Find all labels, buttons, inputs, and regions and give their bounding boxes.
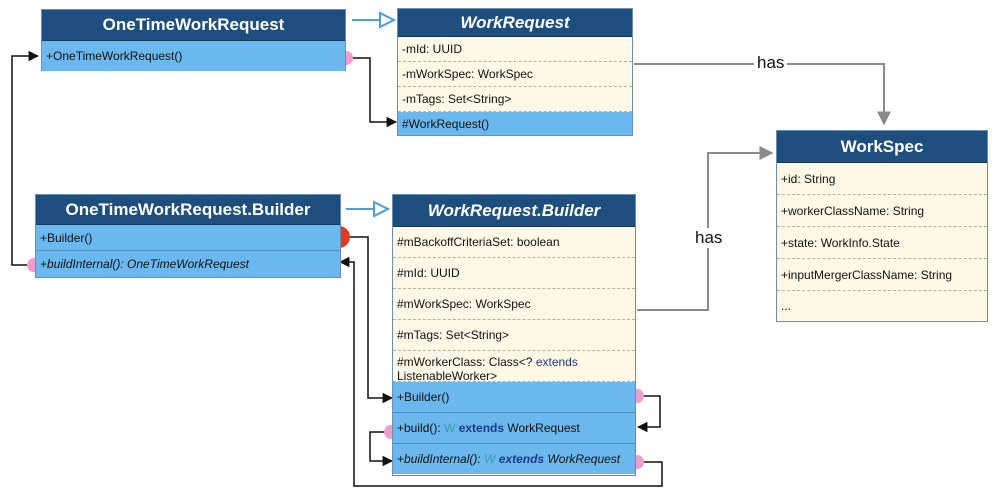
field-row[interactable]: -mId: UUID (398, 37, 632, 62)
method-row-builder[interactable]: +Builder() (393, 382, 635, 413)
class-title: WorkRequest.Builder (393, 195, 635, 227)
field-row[interactable]: ... (781, 299, 792, 313)
method-prefix: +build(): (397, 421, 441, 435)
field-row[interactable]: +id: String (777, 163, 987, 195)
keyword-extends: extends (535, 355, 578, 369)
class-title: WorkSpec (777, 131, 987, 163)
class-title: OneTimeWorkRequest.Builder (36, 195, 340, 225)
method-row[interactable]: #WorkRequest() (398, 112, 632, 135)
field-row-worker-class[interactable]: #mWorkerClass: Class<? extends Listenabl… (393, 351, 635, 383)
field-row[interactable]: +state: WorkInfo.State (777, 227, 987, 259)
call-line-build-to-build-internal (369, 431, 394, 467)
method-row-build-internal[interactable]: +buildInternal(): W extends WorkRequest (393, 444, 635, 474)
class-work-spec[interactable]: WorkSpec +id: String +workerClassName: S… (776, 130, 988, 322)
call-line-builder-loop (636, 395, 661, 433)
field-row[interactable]: +inputMergerClassName: String (777, 259, 987, 291)
class-work-request[interactable]: WorkRequest -mId: UUID -mWorkSpec: WorkS… (397, 8, 633, 136)
call-line-builder-super (340, 236, 394, 404)
field-suffix: ListenableWorker> (397, 369, 498, 383)
inheritance-arrow-work-request (352, 11, 397, 29)
method-suffix: WorkRequest (507, 421, 580, 435)
class-one-time-work-request[interactable]: OneTimeWorkRequest +OneTimeWorkRequest() (41, 9, 346, 71)
generic-w: W (444, 421, 456, 435)
has-label: has (754, 53, 788, 73)
class-work-request-builder[interactable]: WorkRequest.Builder #mBackoffCriteriaSet… (392, 194, 636, 476)
method-prefix: +buildInternal(): (397, 452, 481, 466)
field-row[interactable]: #mWorkSpec: WorkSpec (393, 289, 635, 320)
method-row-build[interactable]: +build(): W extends WorkRequest (393, 413, 635, 444)
method-row[interactable]: +buildInternal(): OneTimeWorkRequest (36, 251, 340, 277)
generic-w: W (484, 452, 496, 466)
method-suffix: WorkRequest (547, 452, 621, 466)
keyword-extends: extends (498, 452, 545, 466)
keyword-extends: extends (458, 421, 505, 435)
call-line-build-internal-override (338, 256, 663, 487)
field-row[interactable]: +workerClassName: String (777, 195, 987, 227)
field-row[interactable]: #mId: UUID (393, 258, 635, 289)
field-row[interactable]: -mWorkSpec: WorkSpec (398, 62, 632, 87)
call-line-build-internal-to-constructor (11, 50, 40, 266)
call-line-super-constructor (346, 57, 398, 128)
has-label: has (692, 228, 726, 248)
field-row[interactable]: -mTags: Set<String> (398, 87, 632, 112)
class-title: OneTimeWorkRequest (42, 10, 345, 41)
field-row[interactable]: #mTags: Set<String> (393, 320, 635, 351)
method-row[interactable]: +Builder() (36, 225, 340, 251)
inheritance-arrow-work-request-builder (346, 200, 391, 218)
class-title: WorkRequest (398, 9, 632, 37)
has-line-work-request (634, 63, 891, 126)
field-prefix: #mWorkerClass: Class<? (397, 355, 536, 369)
class-one-time-work-request-builder[interactable]: OneTimeWorkRequest.Builder +Builder() +b… (35, 194, 341, 278)
field-row[interactable]: #mBackoffCriteriaSet: boolean (393, 227, 635, 258)
method-row[interactable]: +OneTimeWorkRequest() (42, 41, 345, 71)
